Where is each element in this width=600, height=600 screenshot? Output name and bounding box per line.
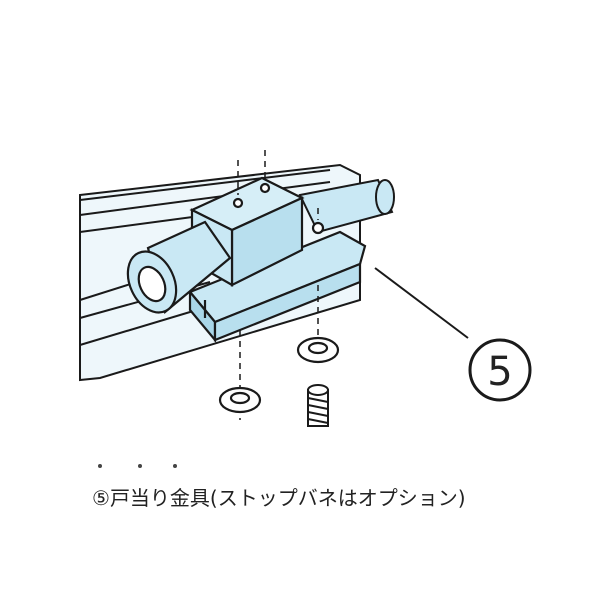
rod [298,178,395,234]
callout-circle [468,338,532,402]
caption-number: ⑤ [92,486,110,510]
base-plate [188,230,367,344]
spring-washer-left [218,386,262,414]
residual-marks [98,464,177,468]
callout-number: 5 [487,349,512,395]
bolt [307,384,329,427]
spring-washer-right [296,336,340,364]
leader-line [374,267,469,339]
caption: ⑤戸当り金具(ストップバネはオプション) [92,482,466,511]
stopper-cone [126,220,232,314]
assembly-guides [237,150,319,420]
caption-text: 戸当り金具(ストップバネはオプション) [109,486,466,510]
